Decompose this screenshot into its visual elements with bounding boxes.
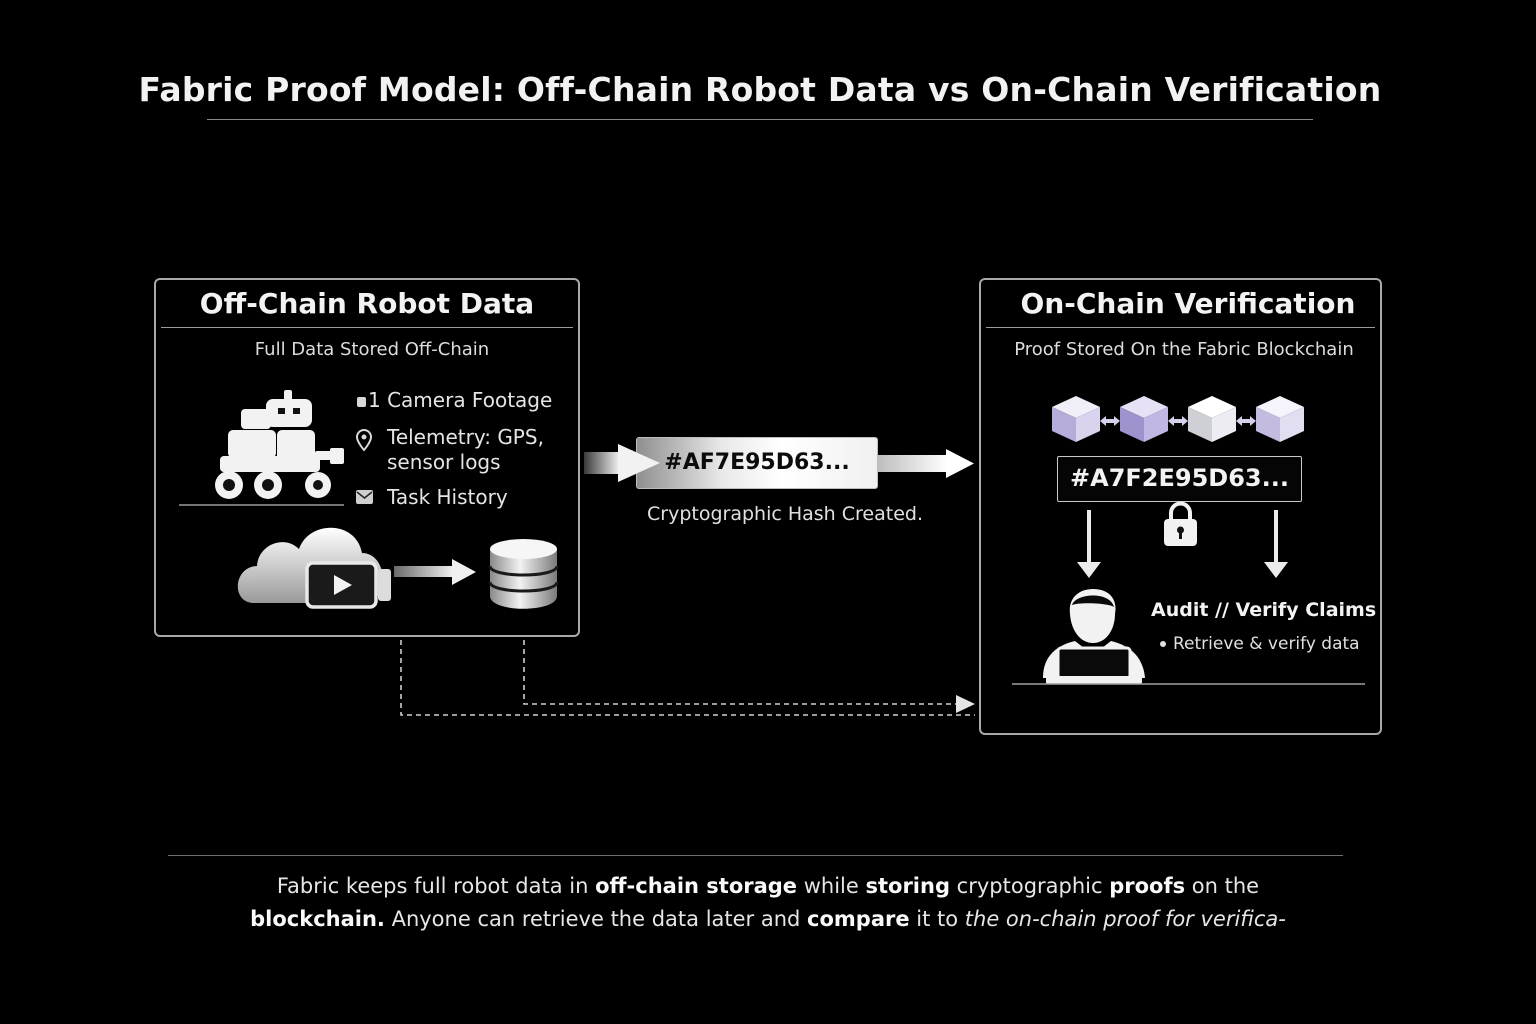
caption-divider [168, 855, 1343, 856]
dashed-arrowhead [956, 695, 975, 713]
off-chain-title-divider [161, 327, 573, 328]
on-chain-panel-title: On-Chain Verification [979, 287, 1397, 320]
audit-item: Retrieve & verify data [1160, 634, 1360, 654]
item-camera-footage: 1 Camera Footage [368, 388, 552, 413]
item-telemetry-line2: sensor logs [387, 450, 501, 475]
on-chain-subtitle: Proof Stored On the Fabric Blockchain [979, 339, 1389, 360]
hash-value-box: #AF7E95D63... [636, 437, 878, 489]
off-chain-subtitle: Full Data Stored Off-Chain [154, 339, 590, 360]
hash-caption: Cryptographic Hash Created. [600, 503, 970, 525]
item-task-history: Task History [387, 485, 508, 510]
audit-item-label: Retrieve & verify data [1173, 634, 1360, 654]
off-chain-panel-title: Off-Chain Robot Data [154, 287, 580, 320]
page-title: Fabric Proof Model: Off-Chain Robot Data… [0, 70, 1520, 109]
off-chain-panel [154, 278, 580, 637]
caption-text: Fabric keeps full robot data in off-chai… [200, 870, 1336, 936]
arrow-to-on-chain [877, 449, 974, 478]
bullet-icon [1160, 641, 1166, 647]
dashed-connector [401, 640, 975, 715]
on-chain-hash-box: #A7F2E95D63... [1057, 456, 1302, 502]
on-chain-title-divider [986, 327, 1375, 328]
item-telemetry-line1: Telemetry: GPS, [387, 425, 544, 450]
audit-title: Audit // Verify Claims [1151, 599, 1376, 621]
title-divider [207, 119, 1313, 120]
